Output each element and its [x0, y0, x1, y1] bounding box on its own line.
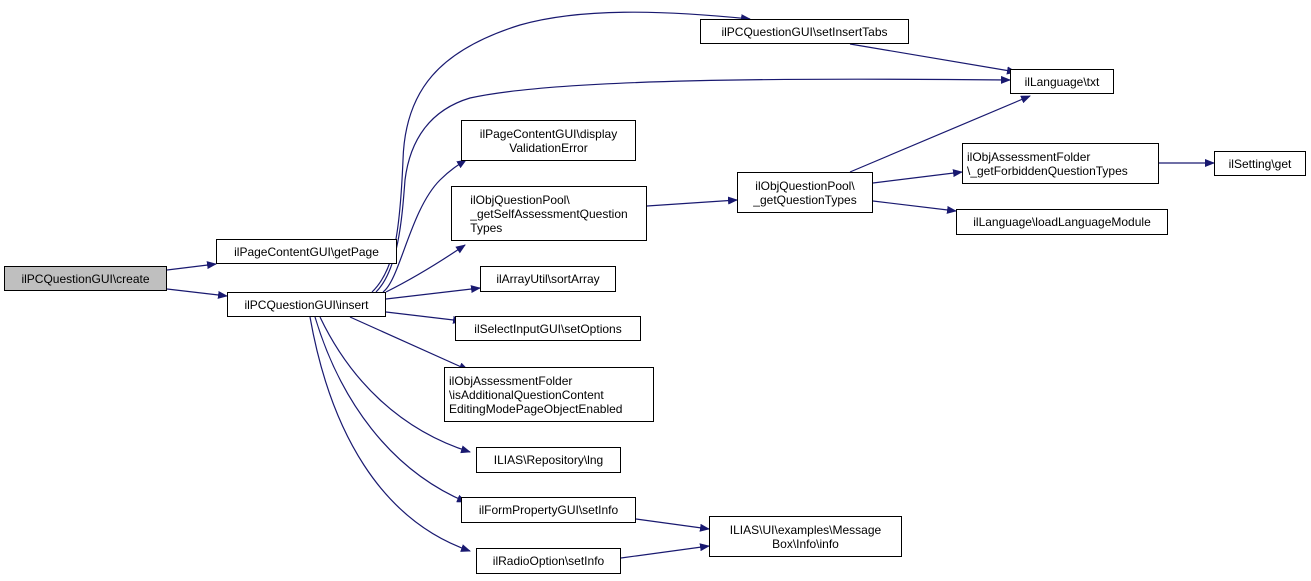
edge-insert-to-radioSetInfo [309, 316, 471, 552]
edge-create-to-getPage [166, 261, 217, 271]
edge-insert-to-formSetInfo [314, 316, 467, 503]
edge-formSetInfo-to-messageBoxInfo [635, 518, 710, 532]
node-label: ilLanguage\txt [1024, 74, 1100, 89]
node-settingGet[interactable]: ilSetting\get [1214, 151, 1306, 176]
node-getPage[interactable]: ilPageContentGUI\getPage [216, 239, 397, 264]
node-radioSetInfo[interactable]: ilRadioOption\setInfo [476, 548, 621, 574]
node-lng[interactable]: ILIAS\Repository\lng [476, 447, 621, 473]
node-isAdditional[interactable]: ilObjAssessmentFolder \isAdditionalQuest… [444, 367, 654, 422]
node-label: ilPCQuestionGUI\setInsertTabs [721, 24, 888, 39]
node-label: ilPageContentGUI\display ValidationError [479, 126, 618, 155]
edge-radioSetInfo-to-messageBoxInfo [620, 543, 710, 559]
node-sortArray[interactable]: ilArrayUtil\sortArray [480, 266, 616, 292]
node-label: ILIAS\Repository\lng [493, 453, 604, 467]
node-label: ilSetting\get [1228, 156, 1292, 171]
node-txt[interactable]: ilLanguage\txt [1010, 69, 1114, 94]
node-label: ilRadioOption\setInfo [492, 554, 605, 568]
node-label: ilObjQuestionPool\ _getSelfAssessmentQue… [470, 192, 628, 235]
edge-setInsertTabs-to-txt [849, 43, 1017, 75]
node-label: ilObjAssessmentFolder \isAdditionalQuest… [449, 373, 623, 416]
node-label: ilPCQuestionGUI\create [21, 271, 150, 286]
edge-getQuestionTypes-to-loadLanguageModule [872, 200, 957, 214]
node-messageBoxInfo[interactable]: ILIAS\UI\examples\Message Box\Info\info [709, 516, 902, 557]
node-insert[interactable]: ilPCQuestionGUI\insert [227, 292, 386, 317]
node-label: ilPageContentGUI\getPage [234, 244, 379, 259]
node-getSelfAssessmentQuestionTypes[interactable]: ilObjQuestionPool\ _getSelfAssessmentQue… [451, 186, 647, 241]
edge-getQuestionTypes-to-txt [849, 95, 1031, 173]
edge-insert-to-sortArray [385, 285, 481, 300]
node-setInsertTabs[interactable]: ilPCQuestionGUI\setInsertTabs [700, 19, 909, 44]
node-loadLanguageModule[interactable]: ilLanguage\loadLanguageModule [956, 209, 1168, 235]
node-label: ilLanguage\loadLanguageModule [973, 215, 1151, 229]
edge-insert-to-lng [319, 316, 471, 454]
node-label: ilFormPropertyGUI\setInfo [478, 503, 619, 517]
node-setOptions[interactable]: ilSelectInputGUI\setOptions [455, 316, 641, 341]
node-formSetInfo[interactable]: ilFormPropertyGUI\setInfo [461, 497, 636, 523]
node-getQuestionTypes[interactable]: ilObjQuestionPool\ _getQuestionTypes [737, 172, 873, 213]
edge-insert-to-displayValidationError [382, 159, 467, 293]
node-label: ilObjAssessmentFolder \_getForbiddenQues… [967, 149, 1128, 178]
edge-insert-to-txt [375, 75, 1011, 293]
node-label: ILIAS\UI\examples\Message Box\Info\info [729, 522, 882, 551]
node-label: ilPCQuestionGUI\insert [244, 297, 369, 312]
node-getForbiddenQuestionTypes[interactable]: ilObjAssessmentFolder \_getForbiddenQues… [962, 143, 1159, 184]
edge-insert-to-isAdditional [349, 316, 469, 371]
node-create[interactable]: ilPCQuestionGUI\create [4, 266, 167, 291]
edge-insert-to-getSelfAssessmentQuestionTypes [385, 244, 466, 293]
edge-insert-to-setInsertTabs [371, 11, 751, 293]
edge-create-to-insert [166, 288, 228, 299]
node-label: ilObjQuestionPool\ _getQuestionTypes [753, 178, 857, 207]
node-displayValidationError[interactable]: ilPageContentGUI\display ValidationError [461, 120, 636, 161]
node-label: ilSelectInputGUI\setOptions [474, 321, 622, 336]
edge-getQuestionTypes-to-getForbiddenQuestionTypes [872, 169, 963, 184]
edge-getSelfAssessmentQuestionTypes-to-getQuestionTypes [646, 196, 738, 207]
node-label: ilArrayUtil\sortArray [496, 272, 600, 286]
edge-insert-to-setOptions [385, 311, 463, 324]
